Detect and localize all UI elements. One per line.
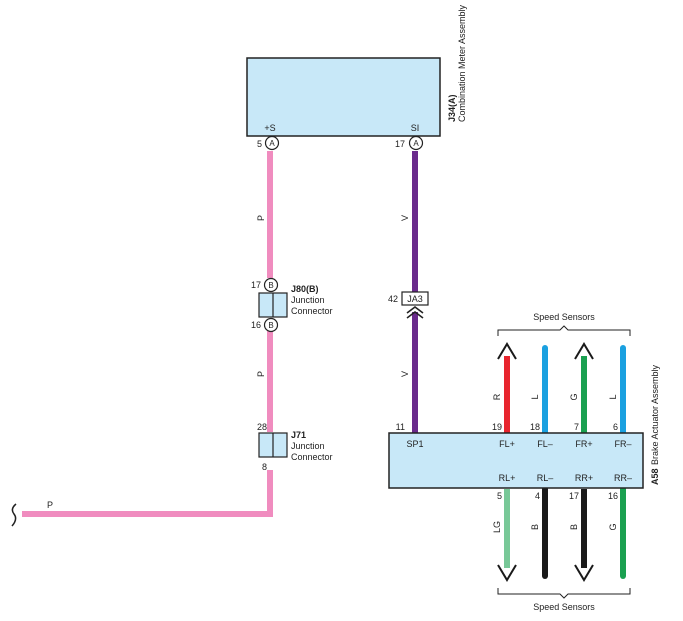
ja3-pin: 42	[388, 294, 398, 304]
j80-connector-top	[263, 277, 279, 293]
speed-sensors-bottom-label: Speed Sensors	[533, 602, 595, 612]
meter-pin-number-si: 17	[395, 139, 405, 149]
meter-pin-label-si: SI	[411, 123, 420, 133]
ja3-label: JA3	[407, 294, 423, 304]
actuator-pin-number-sp1: 11	[396, 422, 405, 432]
meter-pin-label-plus-s: +S	[264, 123, 275, 133]
wire-color-label-rr-plus: B	[569, 524, 579, 530]
speed-sensors-top-brace	[497, 325, 631, 336]
actuator-pin-number-fl-plus: 19	[492, 422, 502, 432]
actuator-pin-label-rl-plus: RL+	[499, 473, 516, 483]
connector-a-circle-si	[408, 135, 424, 151]
wire-color-label-rl-minus: B	[530, 524, 540, 530]
ja3-chevron-lower	[406, 311, 424, 319]
ja3-box	[401, 291, 429, 306]
meter-code: J34(A)	[447, 94, 457, 122]
wire-color-label-violet-2: V	[400, 371, 410, 377]
actuator-pin-number-rr-minus: 16	[608, 491, 618, 501]
speed-sensors-bottom-brace	[497, 588, 631, 599]
sensor-wire-rr-plus	[574, 489, 594, 582]
sensor-wire-fr-plus	[574, 342, 594, 433]
j71-pin-bottom: 8	[262, 462, 267, 472]
j71-desc-line1: Junction	[291, 441, 325, 451]
meter-pin-number-plus-s: 5	[257, 139, 262, 149]
actuator-pin-label-fl-plus: FL+	[499, 439, 515, 449]
ja3-chevron-upper	[406, 306, 424, 314]
brake-actuator-box	[388, 432, 644, 489]
actuator-pin-number-rl-minus: 4	[535, 491, 540, 501]
j80-code: J80(B)	[291, 284, 319, 294]
actuator-pin-label-rr-minus: RR–	[614, 473, 632, 483]
wire-color-label-rl-plus: LG	[492, 521, 502, 533]
wire-color-label-rr-minus: G	[608, 523, 618, 530]
connector-a-circle-plus-s	[264, 135, 280, 151]
speed-sensors-top-label: Speed Sensors	[533, 312, 595, 322]
pink-wire	[22, 151, 273, 517]
wire-color-label-violet-1: V	[400, 215, 410, 221]
wire-color-label-fl-minus: L	[530, 394, 540, 399]
wire-color-label-pink-2: P	[256, 371, 266, 377]
actuator-pin-number-fr-minus: 6	[613, 422, 618, 432]
j80-connector-bottom-letter: B	[268, 321, 273, 330]
wire-color-label-fl-plus: R	[492, 393, 502, 400]
wire-color-label-fr-minus: L	[608, 394, 618, 399]
j80-connector-bottom	[263, 317, 279, 333]
j80-desc-line1: Junction	[291, 295, 325, 305]
j71-pin-top: 28	[257, 422, 267, 432]
actuator-pin-number-fl-minus: 18	[530, 422, 540, 432]
combination-meter-box	[246, 57, 441, 137]
wire-color-label-pink-1: P	[256, 215, 266, 221]
wire-color-label-fr-plus: G	[569, 393, 579, 400]
sensor-wire-fl-plus	[497, 342, 517, 433]
j80-pin-top: 17	[251, 280, 261, 290]
actuator-pin-label-rl-minus: RL–	[537, 473, 554, 483]
j71-code: J71	[291, 430, 306, 440]
actuator-pin-label-rr-plus: RR+	[575, 473, 593, 483]
meter-name: Combination Meter Assembly	[457, 4, 467, 122]
wire-color-label-pink-3: P	[47, 500, 53, 510]
wire-break-symbol	[11, 503, 17, 527]
j80-pin-bottom: 16	[251, 320, 261, 330]
actuator-pin-number-fr-plus: 7	[574, 422, 579, 432]
actuator-pin-label-fr-minus: FR–	[614, 439, 631, 449]
connector-a-letter-plus-s: A	[269, 139, 275, 148]
actuator-pin-label-fl-minus: FL–	[537, 439, 553, 449]
actuator-pin-label-fr-plus: FR+	[575, 439, 592, 449]
actuator-pin-number-rl-plus: 5	[497, 491, 502, 501]
connector-a-letter-si: A	[413, 139, 419, 148]
actuator-pin-number-rr-plus: 17	[569, 491, 579, 501]
actuator-pin-label-sp1: SP1	[406, 439, 423, 449]
j80-desc-line2: Connector	[291, 306, 333, 316]
actuator-name: Brake Actuator Assembly	[650, 364, 660, 465]
actuator-code: A58	[650, 468, 660, 485]
j71-desc-line2: Connector	[291, 452, 333, 462]
sensor-wire-rl-plus	[497, 489, 517, 582]
j80-connector-top-letter: B	[268, 281, 273, 290]
